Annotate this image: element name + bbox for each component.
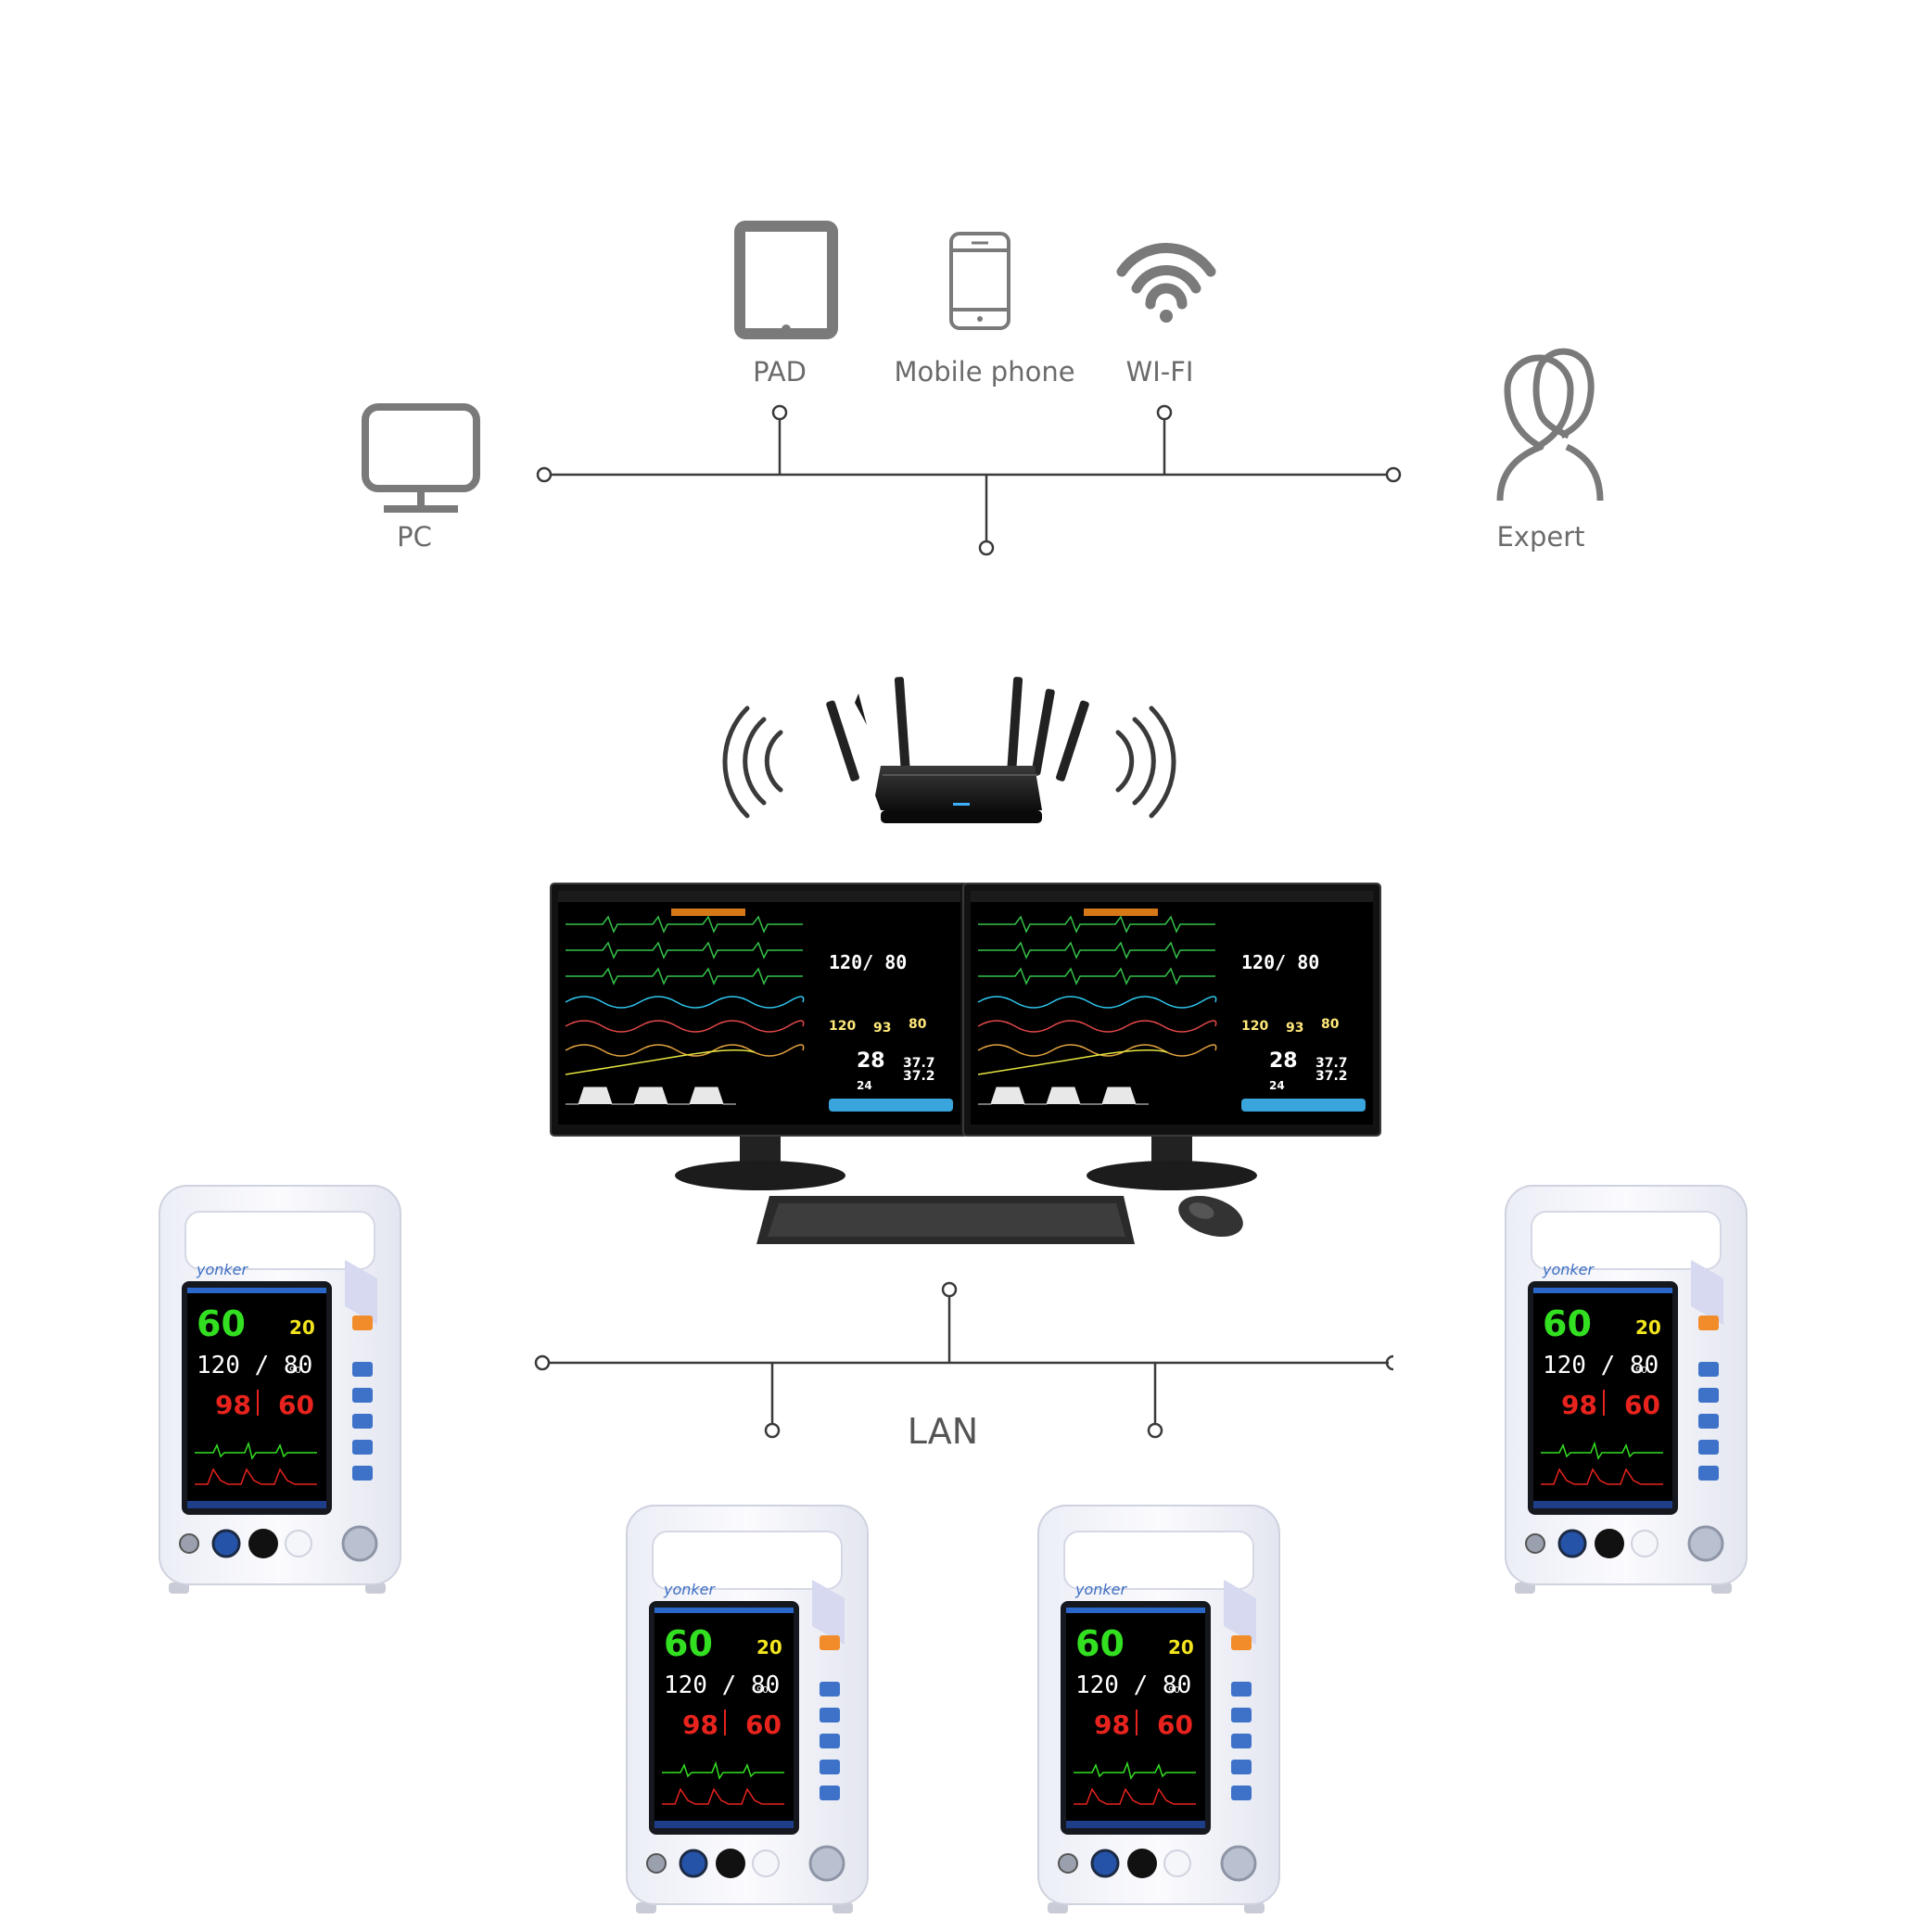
patient-monitor-4: [1504, 1184, 1748, 1595]
lan-label: LAN: [907, 1411, 979, 1452]
pc-icon: [362, 403, 480, 513]
monitor-stands: [675, 1137, 1257, 1190]
wifi-label: WI-FI: [1125, 356, 1194, 388]
lan-bus: [534, 1281, 1394, 1439]
mobile-phone-icon: [949, 232, 1010, 330]
pad-label: PAD: [753, 356, 807, 388]
mouse: [1178, 1195, 1243, 1238]
central-station-screen-right: [962, 883, 1381, 1137]
top-network-bus: [536, 404, 1402, 556]
tablet-icon: [734, 221, 838, 339]
patient-monitor-1: [158, 1184, 402, 1595]
wifi-icon: [1116, 243, 1216, 323]
central-station-screen-left: [550, 883, 969, 1137]
router-signal-waves-right: [1115, 705, 1176, 819]
pc-label: PC: [397, 521, 432, 553]
expert-icon: [1496, 348, 1604, 502]
expert-label: Expert: [1496, 521, 1585, 553]
patient-monitor-2: [625, 1504, 870, 1915]
mobile-phone-label: Mobile phone: [894, 356, 1075, 388]
wireless-router: [826, 677, 1089, 823]
keyboard: [756, 1196, 1135, 1244]
router-signal-waves-left: [722, 705, 783, 819]
patient-monitor-3: [1036, 1504, 1281, 1915]
